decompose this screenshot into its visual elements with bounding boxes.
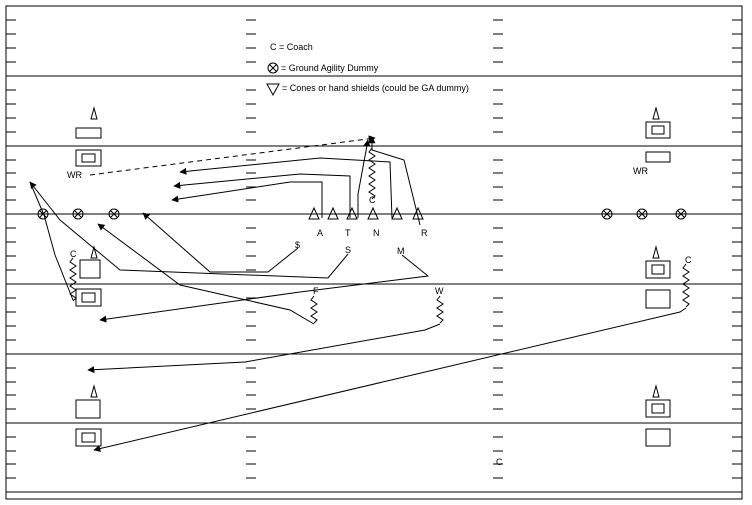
legend-dummy-icon: [267, 62, 279, 74]
shield-box: [645, 121, 671, 139]
label-s: S: [345, 245, 351, 255]
shield-box: [645, 289, 671, 309]
route: [29, 181, 349, 279]
station-boxes: [75, 106, 671, 447]
cone-icon: [327, 206, 339, 220]
label-coach: C: [496, 457, 503, 467]
shield-box: [75, 288, 102, 307]
shield-box: [79, 259, 101, 279]
label-coach: C: [369, 195, 376, 205]
legend-cone-icon: [266, 83, 280, 97]
route: [368, 136, 421, 226]
cone-small-icon: [652, 384, 660, 398]
label-f: F: [313, 286, 319, 296]
route: [99, 254, 430, 323]
cone-icon: [367, 206, 379, 220]
cone-icon: [308, 206, 320, 220]
field-border: [5, 5, 743, 500]
shield-box: [75, 428, 102, 447]
cone-small-icon: [652, 106, 660, 120]
route: [97, 223, 315, 325]
label-r: R: [421, 228, 428, 238]
legend-coach: C = Coach: [270, 42, 313, 52]
shield-box: [75, 399, 101, 419]
shield-box: [645, 151, 671, 163]
cone-small-icon: [90, 106, 98, 120]
cone-icon: [412, 206, 424, 220]
legend: C = Coach = Ground Agility Dummy = Cones…: [266, 42, 469, 97]
routes: [29, 135, 687, 452]
label-t: T: [345, 228, 351, 238]
cone-icon: [391, 206, 403, 220]
label-a: A: [317, 228, 323, 238]
route: [87, 323, 441, 374]
shield-box: [75, 149, 102, 167]
route: [29, 181, 74, 301]
route: [179, 157, 393, 219]
legend-cone: = Cones or hand shields (could be GA dum…: [282, 83, 469, 93]
label-wr: WR: [67, 170, 82, 180]
label-w: W: [435, 286, 444, 296]
route-dashed: [89, 135, 376, 176]
shield-box: [645, 399, 671, 418]
route: [357, 139, 371, 218]
route: [173, 173, 351, 218]
legend-dummy: = Ground Agility Dummy: [281, 63, 379, 73]
route: [142, 212, 299, 273]
coach-zigzags: [69, 147, 690, 324]
cone-small-icon: [90, 384, 98, 398]
shield-box: [645, 428, 671, 447]
shield-box: [645, 260, 671, 279]
cone-small-icon: [652, 245, 660, 259]
route: [171, 181, 323, 218]
route: [93, 307, 687, 452]
label-dollar: $: [295, 240, 300, 250]
yard-lines: [6, 75, 742, 493]
label-wr: WR: [633, 166, 648, 176]
label-n: N: [373, 228, 380, 238]
label-m: M: [397, 246, 405, 256]
position-labels: A T N R $ S M F W C C C C WR WR: [67, 166, 692, 467]
hash-marks: [6, 19, 742, 479]
shield-box: [75, 127, 102, 139]
label-coach: C: [685, 255, 692, 265]
cone-small-icon: [90, 245, 98, 259]
label-coach: C: [70, 249, 77, 259]
